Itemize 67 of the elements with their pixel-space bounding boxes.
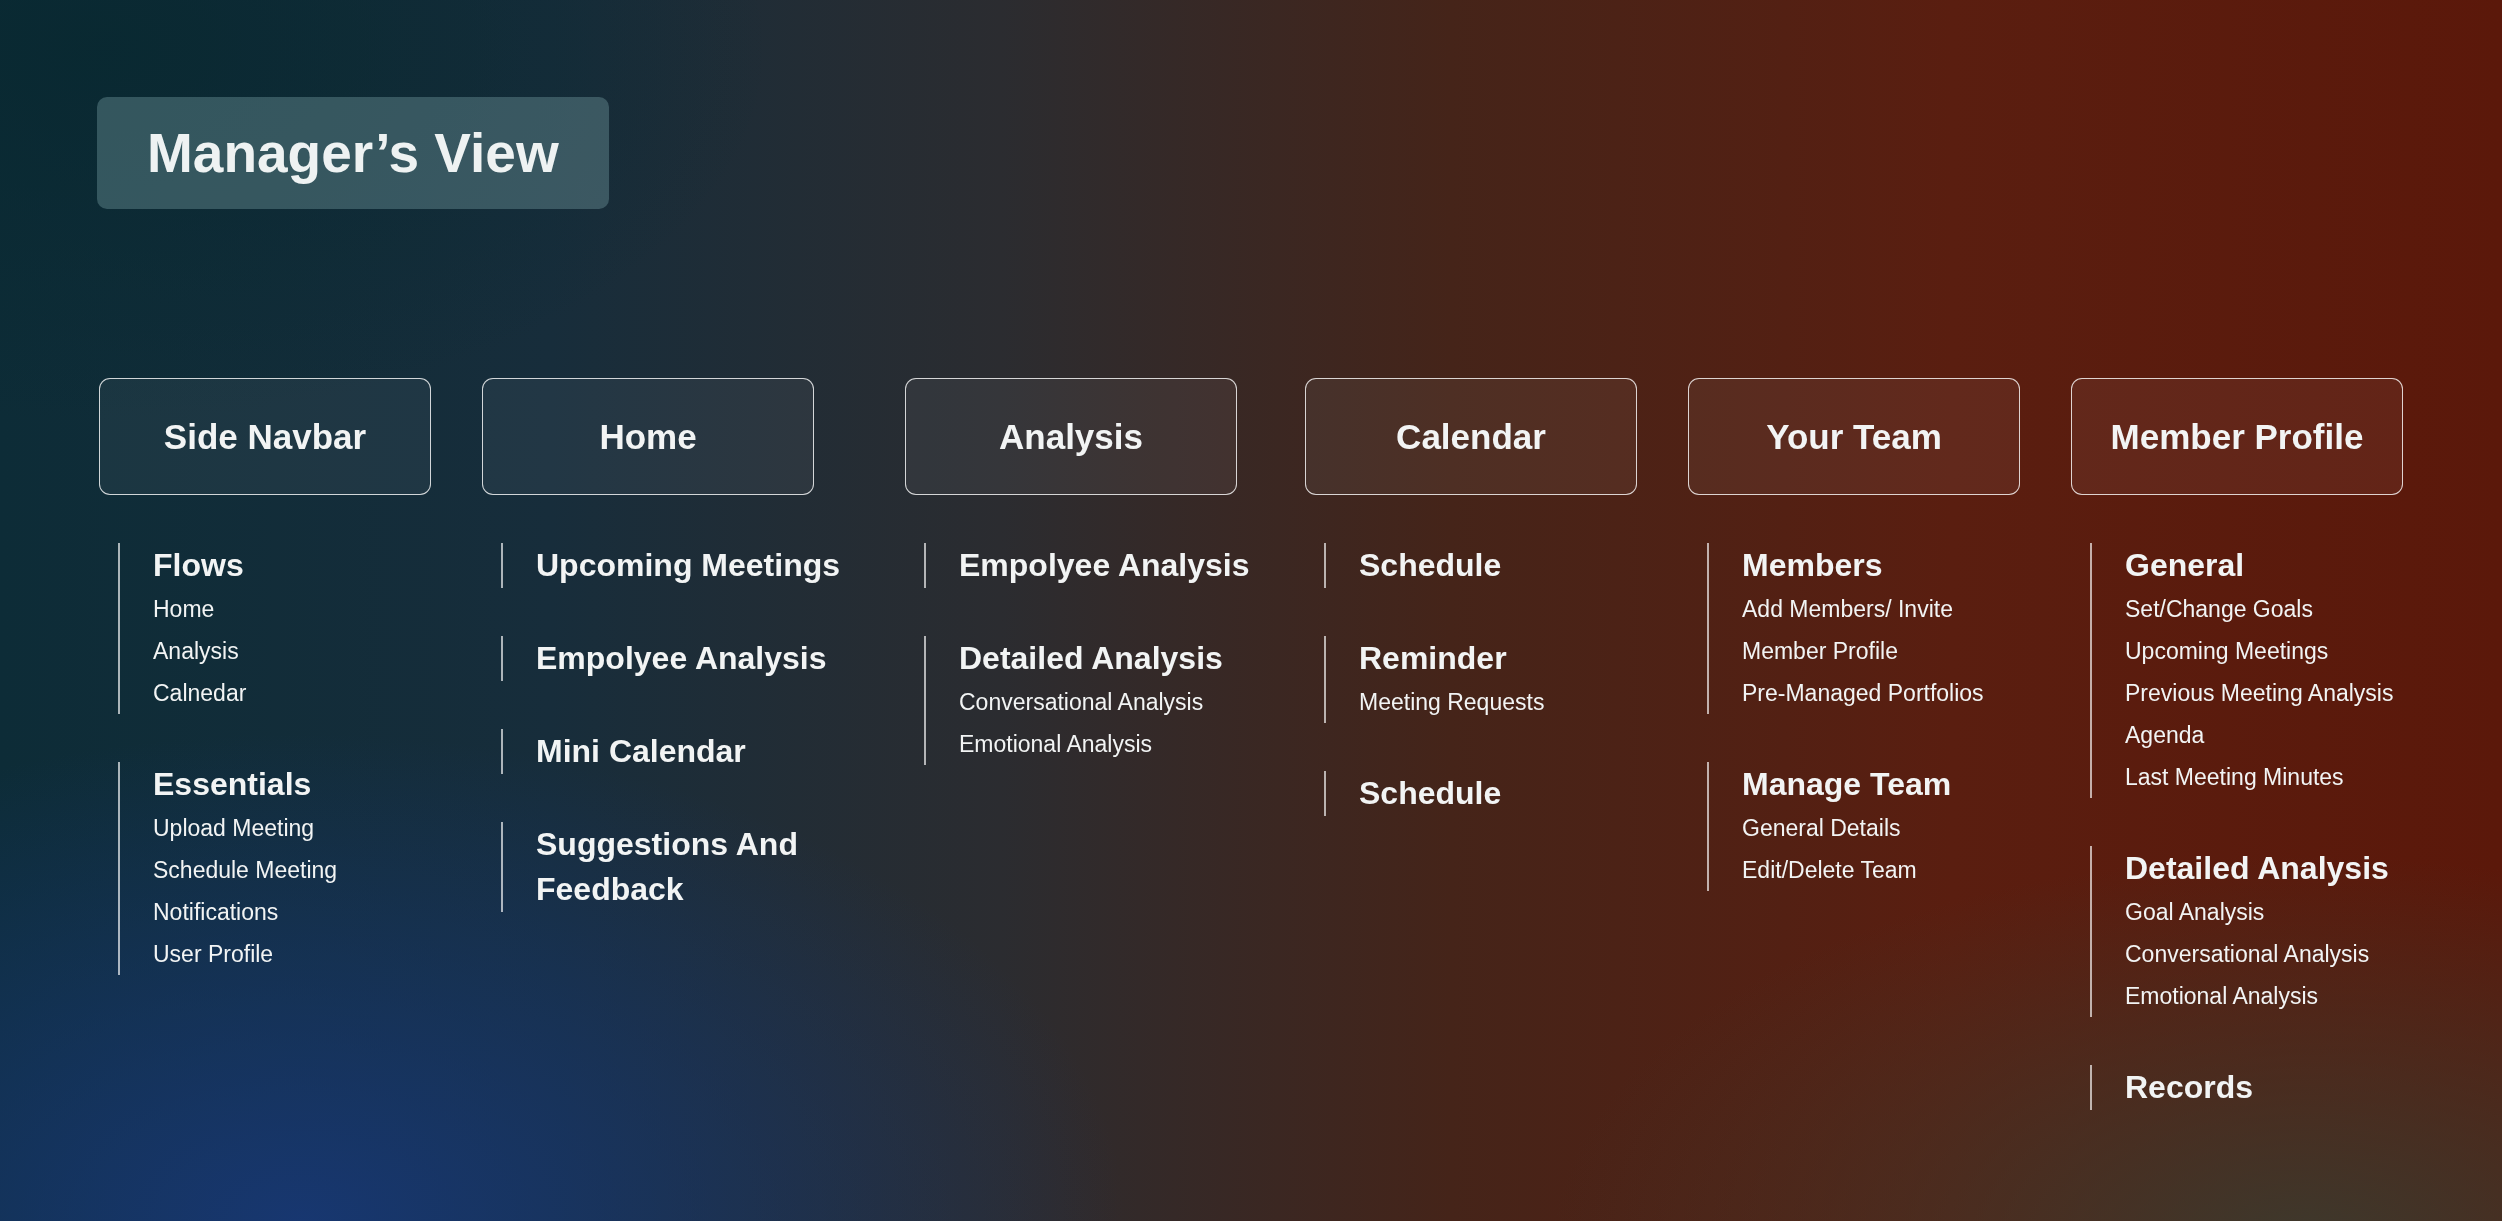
menu-group <box>1324 543 1502 588</box>
menu-group <box>1324 771 1502 816</box>
menu-item: Goal Analysis <box>2125 898 2265 927</box>
group-heading: Reminder <box>1359 639 1507 678</box>
menu-item: Notifications <box>153 898 279 927</box>
menu-group <box>1324 636 1545 723</box>
menu-group <box>501 636 827 681</box>
menu-item: General Details <box>1742 814 1901 843</box>
section-box <box>905 378 1237 495</box>
section-title: Side Navbar <box>163 416 367 457</box>
menu-item: Home <box>153 595 215 624</box>
menu-item: Conversational Analysis <box>2125 940 2370 969</box>
section-box <box>99 378 431 495</box>
group-heading: Empolyee Analysis <box>959 546 1250 585</box>
menu-item: Previous Meeting Analysis <box>2125 679 2394 708</box>
menu-item: Conversational Analysis <box>959 688 1204 717</box>
section-box <box>1305 378 1637 495</box>
group-heading: Essentials <box>153 765 312 804</box>
group-heading: Records <box>2125 1068 2254 1107</box>
group-heading: Members <box>1742 546 1883 585</box>
group-heading: Schedule <box>1359 546 1502 585</box>
group-heading: Schedule <box>1359 774 1502 813</box>
menu-group <box>1707 762 1952 891</box>
menu-item: Member Profile <box>1742 637 1898 666</box>
menu-group <box>118 762 338 975</box>
menu-group <box>2090 846 2389 1017</box>
page-title: Manager’s View <box>97 97 609 209</box>
group-heading: Empolyee Analysis <box>536 639 827 678</box>
menu-item: Calnedar <box>153 679 247 708</box>
section-title: Your Team <box>1766 416 1942 457</box>
section-box <box>1688 378 2020 495</box>
menu-item: Analysis <box>153 637 239 666</box>
menu-item: Emotional Analysis <box>2125 982 2319 1011</box>
group-heading: Flows <box>153 546 244 585</box>
menu-item: Edit/Delete Team <box>1742 856 1917 885</box>
menu-item: Upload Meeting <box>153 814 315 843</box>
menu-item: Pre-Managed Portfolios <box>1742 679 1984 708</box>
group-heading: Upcoming Meetings <box>536 546 840 585</box>
section-title: Analysis <box>999 416 1143 457</box>
group-heading: Manage Team <box>1742 765 1952 804</box>
menu-group <box>2090 543 2394 798</box>
group-heading: Detailed Analysis <box>2125 849 2389 888</box>
menu-item: User Profile <box>153 940 274 969</box>
menu-group <box>924 636 1223 765</box>
menu-group <box>501 729 746 774</box>
menu-item: Add Members/ Invite <box>1742 595 1953 624</box>
section-title: Calendar <box>1396 416 1546 457</box>
group-heading: General <box>2125 546 2245 585</box>
menu-item: Meeting Requests <box>1359 688 1545 717</box>
group-heading: Suggestions And Feedback <box>536 825 799 909</box>
section-title: Home <box>599 416 697 457</box>
section-box <box>482 378 814 495</box>
section-title: Member Profile <box>2110 416 2364 457</box>
menu-item: Set/Change Goals <box>2125 595 2313 624</box>
menu-group <box>501 543 840 588</box>
menu-item: Emotional Analysis <box>959 730 1153 759</box>
menu-group <box>1707 543 1984 714</box>
menu-group <box>118 543 247 714</box>
menu-item: Last Meeting Minutes <box>2125 763 2344 792</box>
menu-item: Agenda <box>2125 721 2205 750</box>
menu-group <box>2090 1065 2254 1110</box>
menu-item: Schedule Meeting <box>153 856 338 885</box>
group-heading: Mini Calendar <box>536 732 746 771</box>
menu-group <box>924 543 1250 588</box>
section-box <box>2071 378 2403 495</box>
menu-item: Upcoming Meetings <box>2125 637 2329 666</box>
group-heading: Detailed Analysis <box>959 639 1223 678</box>
